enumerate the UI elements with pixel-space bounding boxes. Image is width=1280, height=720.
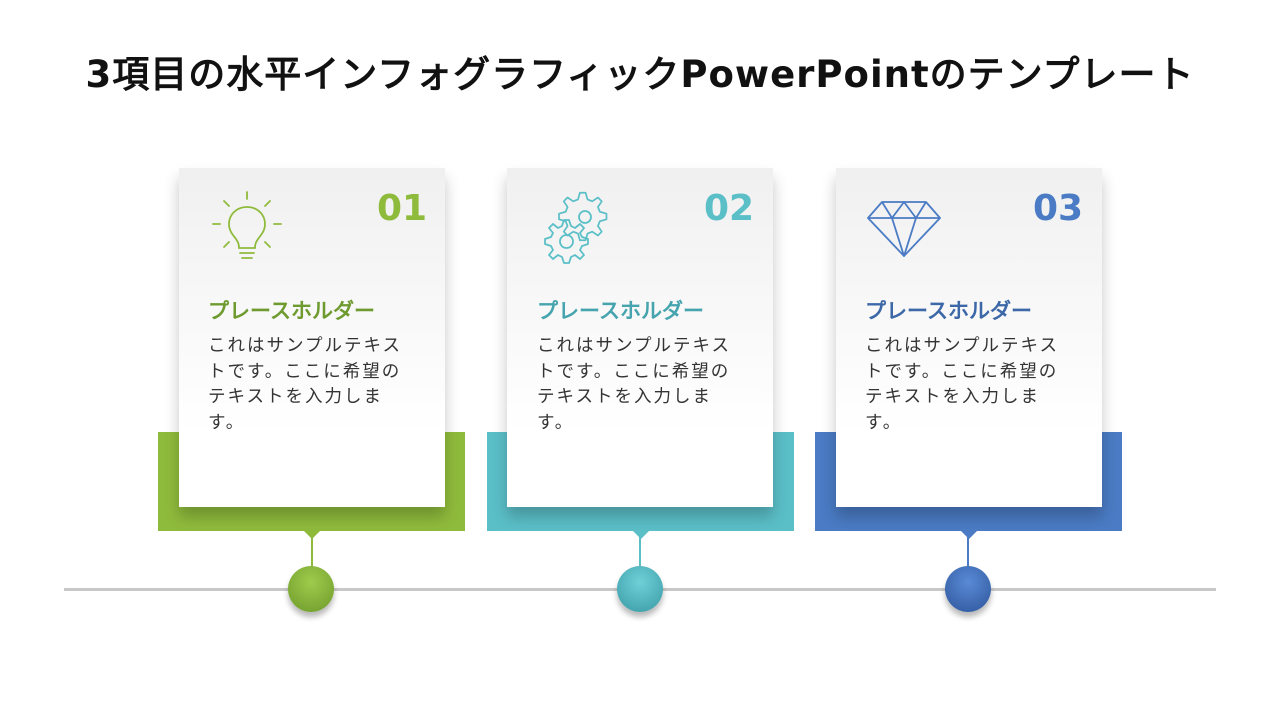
item-1-card <box>179 168 445 507</box>
item-1-number: 01 <box>377 188 428 229</box>
item-1-frame <box>158 432 465 539</box>
item-1-heading: プレースホルダー <box>208 299 375 323</box>
item-2-text: これはサンプルテキストです。ここに希望のテキストを入力します。 <box>537 336 731 433</box>
item-3-heading: プレースホルダー <box>865 299 1032 323</box>
item-3-frame <box>815 432 1122 539</box>
slide-title: 3項目の水平インフォグラフィックPowerPointのテンプレート <box>85 53 1195 96</box>
item-2-number: 02 <box>704 188 755 229</box>
item-3-stem <box>967 537 969 569</box>
item-3-number: 03 <box>1033 188 1084 229</box>
gears-icon <box>544 191 608 264</box>
timeline-line <box>64 588 1216 591</box>
item-2-frame <box>487 432 794 539</box>
item-2-heading: プレースホルダー <box>537 299 704 323</box>
lightbulb-icon <box>212 191 282 259</box>
item-3-card <box>836 168 1102 507</box>
diamond-icon <box>867 201 941 257</box>
item-1-text: これはサンプルテキストです。ここに希望のテキストを入力します。 <box>208 336 402 433</box>
item-2-card <box>507 168 773 507</box>
item-3-text: これはサンプルテキストです。ここに希望のテキストを入力します。 <box>865 336 1059 433</box>
item-1-stem <box>311 537 313 569</box>
item-2-stem <box>639 537 641 569</box>
